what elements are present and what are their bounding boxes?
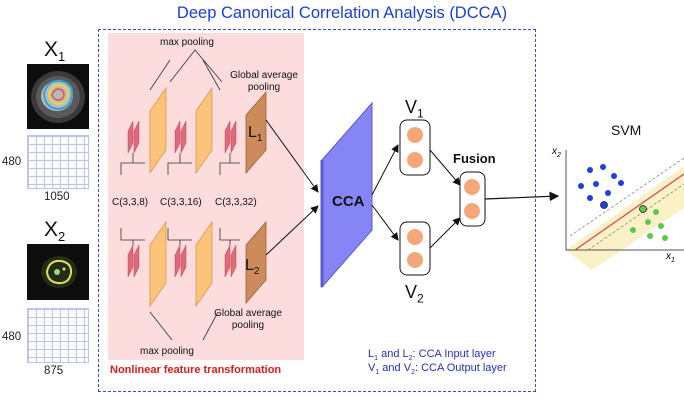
nonlinear-section-label: Nonlinear feature transformation [110,364,282,376]
input-x2-image [27,244,89,300]
conv-block-bottom-3 [224,244,237,278]
conv-label-1: C(3,3,8) [112,197,149,208]
feature-map-top-1 [149,86,167,175]
svm-y-axis-label: x2 [552,146,561,159]
svm-x-axis-label: x1 [666,251,675,264]
input-x1-height: 480 [2,156,22,168]
feature-map-bottom-1 [149,220,167,308]
input-x2-width: 875 [44,365,64,377]
legend-line-1: L1 and L2: CCA Input layer [368,348,496,363]
conv-label-2: C(3,3,16) [160,197,202,208]
V2-label: V2 [405,282,424,306]
input-x2-label: X2 [44,218,66,245]
conv-block-bottom-2 [174,244,187,278]
input-x2-feature-grid [27,308,89,363]
V1-label: V1 [405,97,424,121]
dcca-boundary [98,29,536,392]
L2-block [245,220,267,305]
max-pooling-bottom-label: max pooling [140,346,194,357]
feature-map-top-2 [195,86,213,175]
input-x1-label: X1 [44,38,66,65]
L1-block [245,90,267,175]
legend-line-2: V1 and V2: CCA Output layer [368,362,507,377]
L2-label: L2 [245,257,260,278]
conv-block-top-2 [174,120,187,154]
max-pooling-top-label: max pooling [160,37,214,48]
conv-block-bottom-1 [127,244,140,278]
L1-label: L1 [248,124,263,145]
input-x2-height: 480 [2,331,22,343]
conv-block-top-1 [127,120,140,154]
diagram-title: Deep Canonical Correlation Analysis (DCC… [176,4,508,22]
svm-label: SVM [611,122,642,138]
input-x1-feature-grid [27,135,89,189]
cca-label: CCA [332,193,365,210]
feature-map-bottom-2 [195,220,213,308]
conv-block-top-3 [224,120,237,154]
svm-plot [565,150,684,270]
input-x1-image [27,64,89,129]
input-x1-width: 1050 [44,191,70,203]
nonlinear-region [108,33,304,360]
fusion-label: Fusion [453,151,496,166]
conv-label-3: C(3,3,32) [215,197,257,208]
